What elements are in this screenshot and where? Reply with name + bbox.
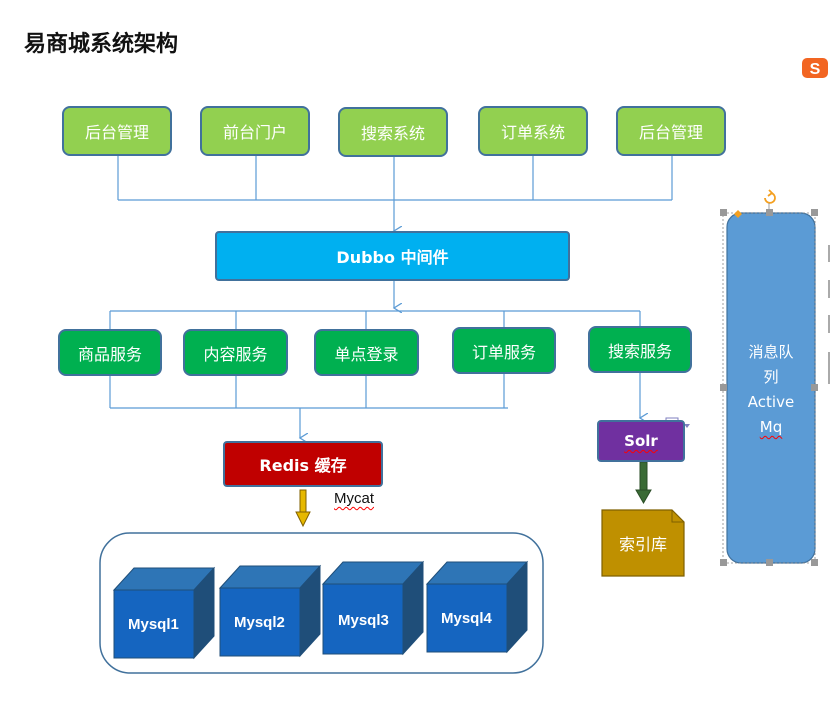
adjust-handle-icon (734, 210, 742, 218)
top-box-label: 后台管理 (638, 123, 703, 142)
mycat-arrow-icon (295, 489, 311, 528)
mysql-label-3: Mysql3 (338, 612, 389, 629)
mysql-cube-1 (112, 566, 216, 660)
service-search[interactable]: 搜索服务 (588, 326, 692, 373)
service-label: 搜索服务 (607, 341, 672, 361)
mysql-cube-3 (321, 560, 425, 656)
top-box-label: 后台管理 (84, 123, 149, 142)
redis-cache-box[interactable]: Redis 缓存 (223, 441, 383, 487)
sogou-logo-icon: S (802, 58, 828, 78)
mycat-text: Mycat (334, 490, 375, 507)
service-label: 商品服务 (77, 344, 142, 364)
top-box-admin[interactable]: 后台管理 (62, 106, 172, 156)
mysql-label-4: Mysql4 (441, 610, 492, 627)
selection-handles (720, 209, 818, 566)
mq-line-2: 列 (763, 368, 779, 386)
mq-line-4: Mq (759, 418, 783, 436)
mysql-cube-4 (425, 560, 529, 654)
dubbo-label: Dubbo 中间件 (336, 248, 449, 267)
service-order[interactable]: 订单服务 (452, 327, 556, 374)
top-box-admin-2[interactable]: 后台管理 (616, 106, 726, 156)
mysql-label-1: Mysql1 (128, 616, 179, 633)
service-label: 内容服务 (203, 344, 268, 364)
solr-box[interactable]: Solr (597, 420, 685, 462)
index-db-shape (601, 509, 685, 577)
mysql-label-2: Mysql2 (234, 614, 285, 631)
svg-text:S: S (810, 61, 821, 78)
dubbo-middleware-box[interactable]: Dubbo 中间件 (215, 231, 570, 281)
solr-to-index-arrow-icon (635, 461, 652, 505)
top-box-portal[interactable]: 前台门户 (200, 106, 310, 156)
rotate-handle-icon (764, 189, 776, 204)
solr-label: Solr (624, 432, 658, 450)
mysql-cube-2 (218, 564, 322, 658)
diagram-title: 易商城系统架构 (24, 32, 179, 57)
service-label: 订单服务 (471, 342, 536, 362)
top-box-search-system[interactable]: 搜索系统 (338, 107, 448, 157)
service-label: 单点登录 (334, 344, 399, 364)
service-product[interactable]: 商品服务 (58, 329, 162, 376)
top-box-label: 订单系统 (500, 123, 565, 142)
mq-line-1: 消息队 (748, 343, 794, 361)
redis-label: Redis 缓存 (259, 456, 347, 475)
index-db-label: 索引库 (618, 535, 667, 554)
top-box-label: 前台门户 (222, 123, 287, 142)
top-box-order-system[interactable]: 订单系统 (478, 106, 588, 156)
top-box-label: 搜索系统 (360, 124, 425, 143)
mycat-label: Mycat (334, 490, 374, 507)
service-sso[interactable]: 单点登录 (314, 329, 419, 376)
mq-line-3: Active (747, 393, 795, 411)
message-queue-label[interactable]: 消息队 列 Active Mq (728, 340, 814, 440)
service-content[interactable]: 内容服务 (183, 329, 288, 376)
